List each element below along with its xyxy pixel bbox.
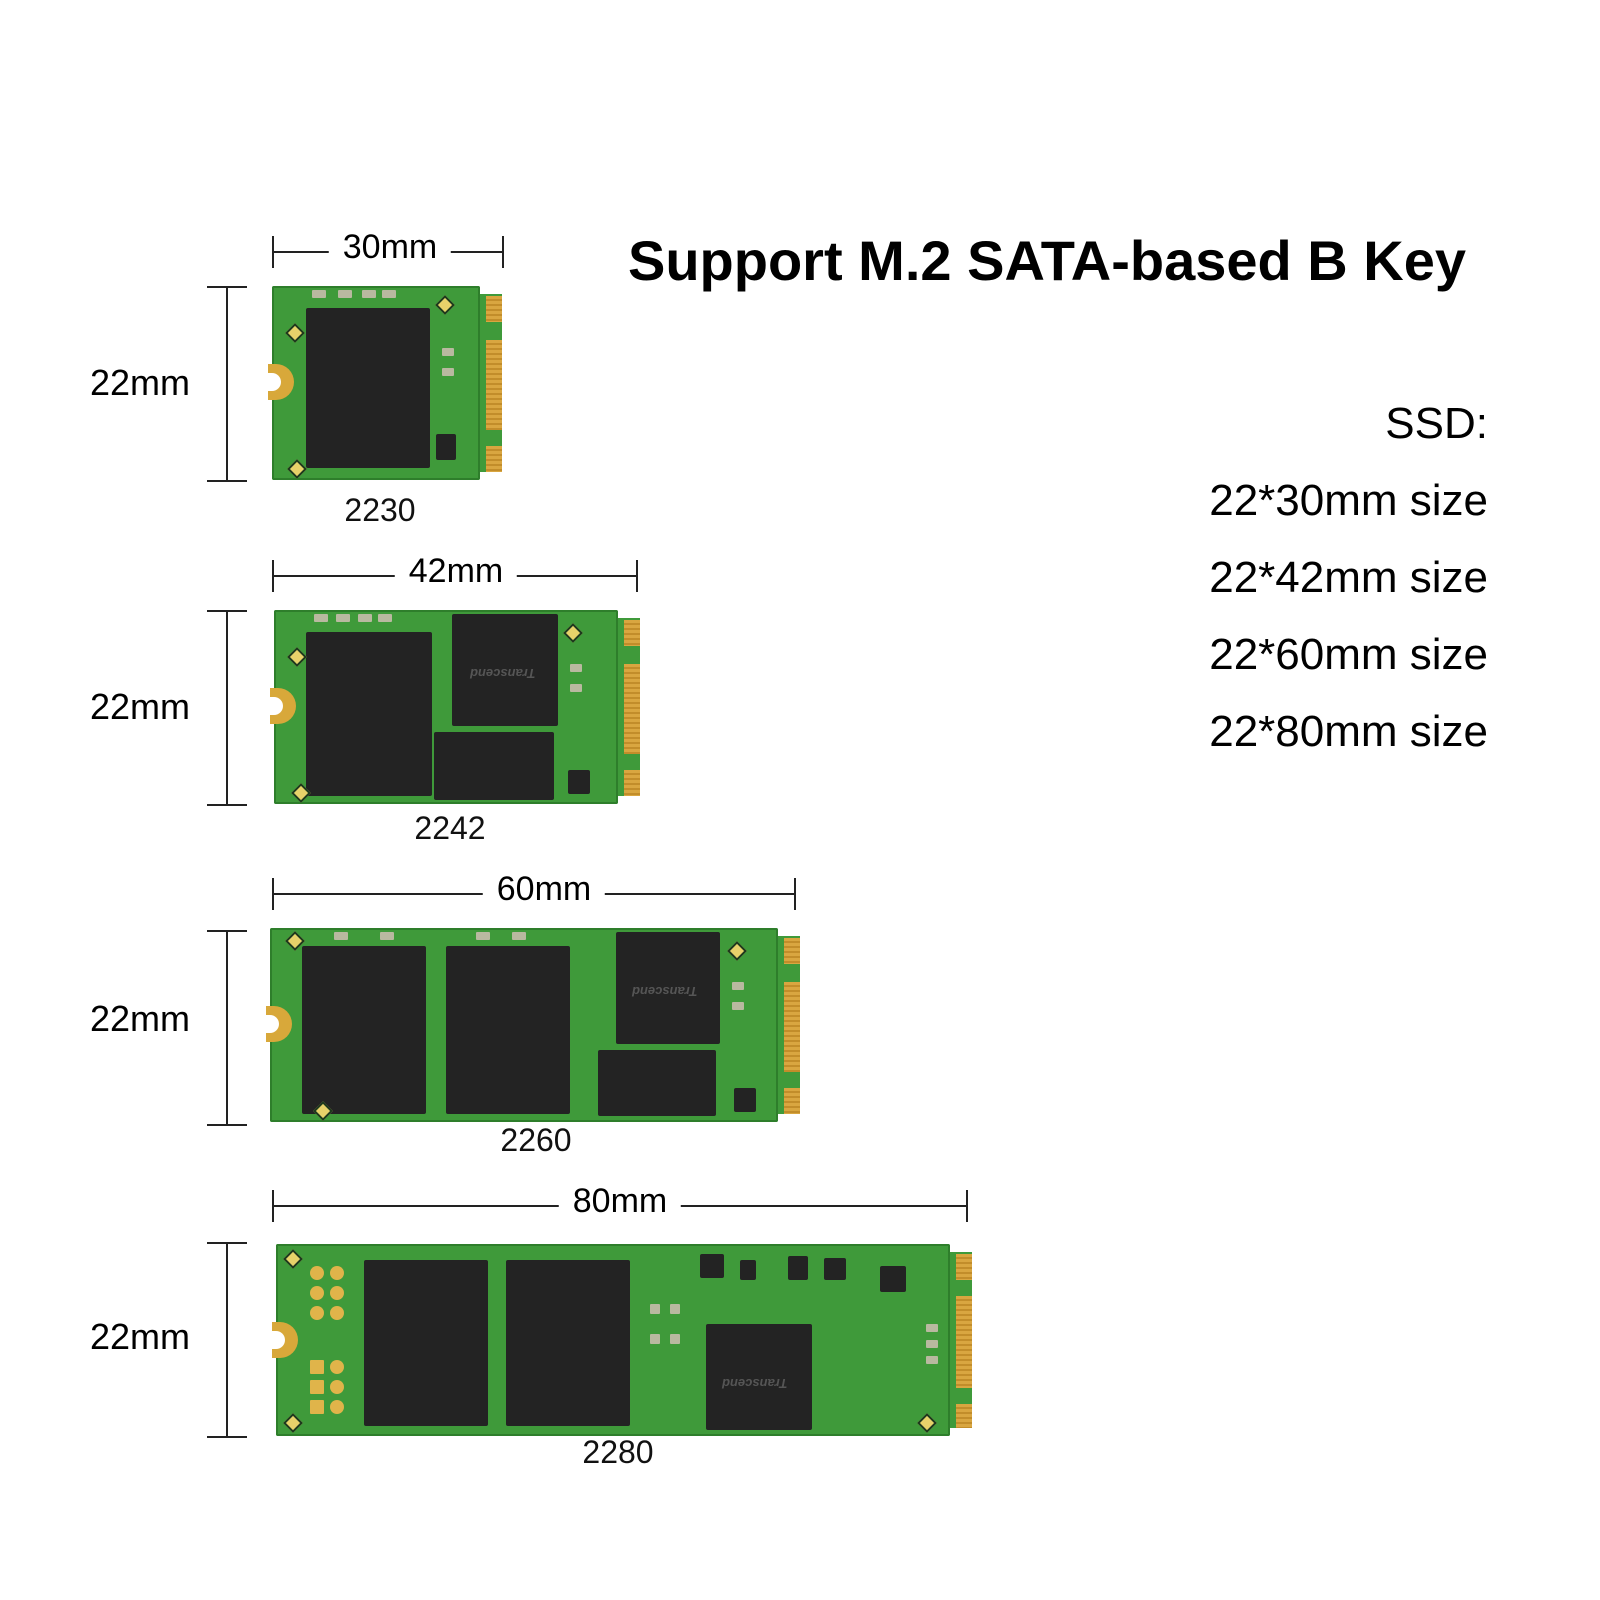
chip-brand: Transcend	[632, 984, 698, 999]
edge-connector	[956, 1254, 972, 1280]
height-dimension-2242	[207, 610, 247, 806]
flash-chip	[306, 308, 430, 468]
dram-chip	[598, 1050, 716, 1116]
spec-size-2280: 22*80mm size	[1209, 707, 1488, 756]
width-dimension-2280: 80mm	[272, 1182, 968, 1222]
ssd-card-2280: Transcend	[272, 1244, 972, 1436]
spec-list: SSD: 22*30mm size 22*42mm size 22*60mm s…	[1209, 385, 1488, 770]
page-title: Support M.2 SATA-based B Key	[628, 229, 1467, 292]
controller-chip	[616, 932, 720, 1044]
spec-heading: SSD:	[1385, 399, 1488, 448]
flash-chip	[306, 632, 432, 796]
width-dimension-2230: 30mm	[272, 228, 504, 268]
height-label: 22mm	[90, 998, 191, 1039]
spec-size-2242: 22*42mm size	[1209, 553, 1488, 602]
flash-chip	[364, 1260, 488, 1426]
width-label: 60mm	[482, 870, 606, 909]
controller-chip	[452, 614, 558, 726]
dram-chip	[434, 732, 554, 800]
spec-size-2260: 22*60mm size	[1209, 630, 1488, 679]
flash-chip	[506, 1260, 630, 1426]
width-label: 30mm	[328, 228, 452, 267]
model-label: 2230	[344, 492, 416, 528]
controller-chip	[706, 1324, 812, 1430]
chip-brand: Transcend	[470, 666, 536, 681]
spec-size-2230: 22*30mm size	[1209, 476, 1488, 525]
height-label: 22mm	[90, 362, 191, 403]
edge-connector	[486, 296, 502, 322]
height-dimension-2280	[207, 1242, 247, 1438]
ssd-card-2242: Transcend	[270, 610, 640, 804]
width-label: 80mm	[558, 1182, 682, 1221]
chip-brand: Transcend	[722, 1376, 788, 1391]
height-label: 22mm	[90, 1316, 191, 1357]
edge-connector	[784, 938, 800, 964]
model-label: 2280	[582, 1434, 654, 1470]
model-label: 2242	[414, 810, 486, 846]
model-label: 2260	[500, 1122, 572, 1158]
edge-connector	[624, 620, 640, 646]
flash-chip	[302, 946, 426, 1114]
ssd-card-2260: Transcend	[266, 928, 800, 1122]
height-label: 22mm	[90, 686, 191, 727]
width-label: 42mm	[394, 552, 518, 591]
ssd-card-2230	[268, 286, 502, 480]
height-dimension-2260	[207, 930, 247, 1126]
width-dimension-2242: 42mm	[272, 552, 638, 592]
flash-chip	[446, 946, 570, 1114]
width-dimension-2260: 60mm	[272, 870, 796, 910]
height-dimension-2230	[207, 286, 247, 482]
